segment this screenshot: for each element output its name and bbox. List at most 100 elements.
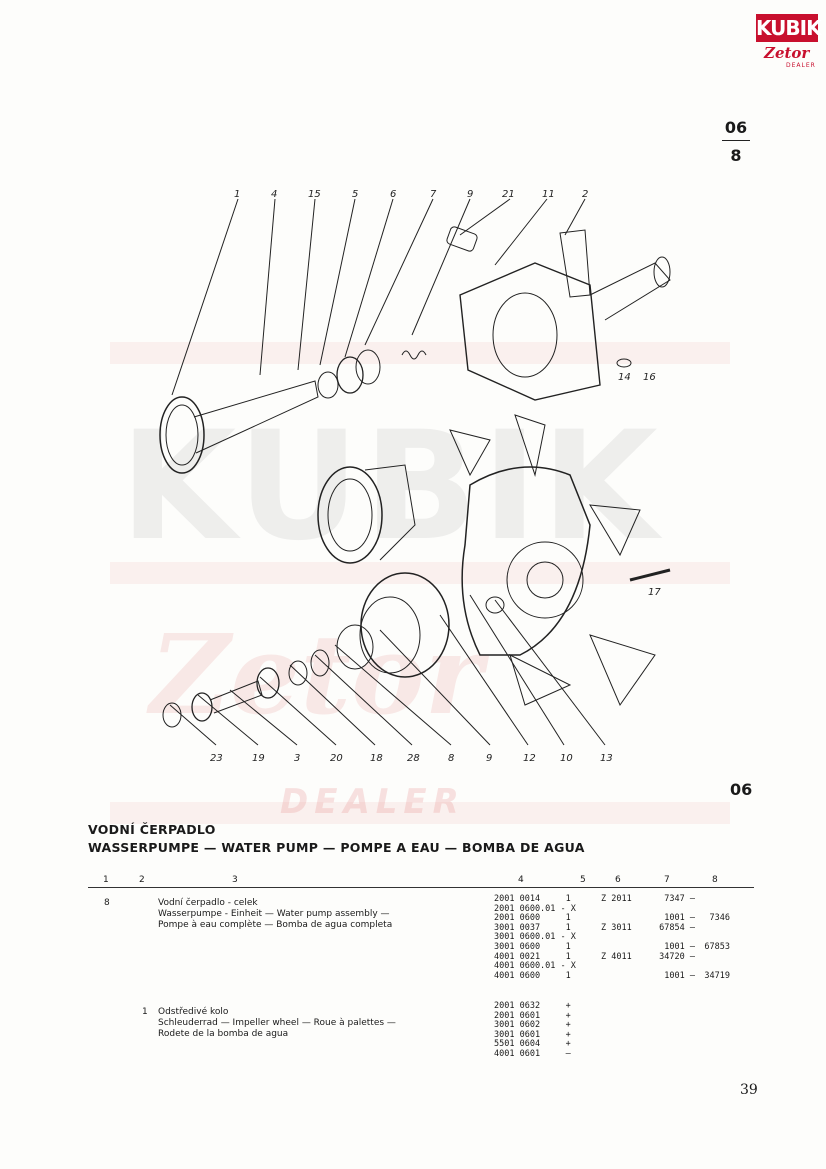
callout-5: 5 [352, 189, 358, 200]
serial-from: 34720 — [659, 951, 695, 962]
bearing [310, 649, 330, 677]
leader-line [229, 689, 298, 746]
callout-19: 19 [252, 753, 265, 764]
fan-pulley [317, 466, 383, 564]
serial-to: ​ [700, 895, 730, 905]
exploded-diagram: 1 4 15 5 6 7 9 21 11 2 14 16 17 23 19 3 … [159, 189, 671, 764]
model-code: Z 2011 [601, 894, 632, 904]
row-col8: ​ ​ 7346 ​ ​ 67853 ​ ​ 34719 [700, 895, 730, 981]
impeller-wheel [159, 396, 205, 474]
serial-to: 7346 [709, 913, 730, 924]
row-col7: 7347 — ​ 1001 — 67854 — ​ 1001 — 34720 —… [645, 894, 695, 981]
leader-line [439, 614, 529, 746]
part-code: 5501 0604 + [494, 1039, 571, 1050]
leader-line [319, 198, 356, 366]
part-code: 4001 0600 1 [494, 970, 571, 981]
section-sub: 8 [730, 146, 742, 165]
pulley-hub [364, 464, 416, 561]
col-header-2: 2 [139, 875, 145, 885]
callout-16: 16 [643, 372, 656, 383]
leader-line [259, 198, 276, 376]
leader-line [564, 198, 586, 236]
page-number: 39 [740, 1082, 758, 1098]
leader-line [411, 198, 471, 336]
callout-9: 9 [467, 189, 473, 200]
pump-body [459, 262, 601, 401]
group-code: 06 [730, 780, 753, 799]
col-header-8: 8 [712, 875, 718, 885]
serial-from: 1001 — [664, 941, 695, 952]
model-code: Z 4011 [601, 951, 632, 962]
kubik-zetor-logo: KUBIK Zetor DEALER [756, 14, 822, 72]
fan-blade [589, 504, 641, 557]
part-code: 4001 0600.01 - X [494, 961, 576, 972]
pump-outlet [559, 229, 591, 298]
bearing [191, 692, 213, 722]
col-header-4: 4 [518, 875, 524, 885]
row-subposition: 1 [142, 1007, 148, 1017]
callout-23: 23 [210, 753, 223, 764]
model-code: ​ [601, 905, 632, 915]
leader-line [314, 654, 413, 746]
callout-13: 13 [600, 753, 613, 764]
logo-brand: KUBIK [756, 14, 822, 42]
row-desc-es: Rodete de la bomba de agua [158, 1029, 289, 1039]
washer [485, 596, 505, 614]
leader-line [469, 594, 565, 746]
row-codes: 2001 0632 + 2001 0601 + 3001 0602 + 3001… [494, 1001, 571, 1060]
leader-line [494, 198, 548, 266]
serial-to: 67853 [704, 941, 730, 952]
leader-line [364, 198, 434, 346]
serial-to: ​ [700, 924, 730, 934]
seal-sleeve [355, 349, 381, 385]
callout-1: 1 [234, 189, 240, 200]
section-code: 06 [724, 118, 748, 137]
serial-to: ​ [700, 953, 730, 963]
serial-to: 34719 [704, 970, 730, 981]
part-code: 2001 0601 + [494, 1010, 571, 1021]
leader-line [344, 198, 394, 358]
leader-line [289, 664, 376, 746]
callout-2: 2 [582, 189, 588, 200]
watermark-tag: DEALER [280, 782, 465, 822]
seal-ring [317, 371, 339, 399]
serial-from: 1001 — [664, 913, 695, 924]
fan-center [506, 541, 584, 619]
leader-line [297, 198, 316, 371]
fan-blade [449, 429, 491, 477]
model-code: Z 3011 [601, 922, 632, 933]
col-header-3: 3 [232, 875, 238, 885]
leader-line [379, 629, 491, 746]
col-header-7: 7 [664, 875, 670, 885]
callout-8: 8 [448, 753, 454, 764]
spring [401, 350, 427, 360]
seal-body [336, 356, 364, 394]
part-code: 3001 0602 + [494, 1020, 571, 1031]
row-col6: Z 2011 ​ ​ Z 3011 ​ ​ Z 4011 [601, 894, 632, 962]
seal [162, 702, 182, 728]
fan-blade [589, 634, 656, 707]
impeller-inner [165, 404, 199, 466]
callout-28: 28 [407, 753, 420, 764]
leader-line [459, 198, 511, 236]
callout-18: 18 [370, 753, 383, 764]
callout-14: 14 [618, 372, 631, 383]
inlet-opening [653, 256, 671, 288]
leader-line [494, 599, 606, 746]
section-divider [722, 140, 750, 141]
spacer-tube [209, 680, 263, 714]
row-position: 8 [104, 898, 110, 908]
serial-from: 1001 — [664, 970, 695, 981]
bearing [256, 667, 280, 699]
callout-20: 20 [330, 753, 343, 764]
callout-12: 12 [523, 753, 536, 764]
row-desc-cz: Odstředivé kolo [158, 1007, 229, 1017]
col-header-5: 5 [580, 875, 586, 885]
page-subtitle: WASSERPUMPE — WATER PUMP — POMPE A EAU —… [88, 840, 585, 855]
callout-10: 10 [560, 753, 573, 764]
leader-line [171, 198, 239, 396]
circlip [288, 660, 308, 686]
pump-shaft [193, 380, 319, 454]
col-header-1: 1 [103, 875, 109, 885]
row-desc-de-en: Schleuderrad — Impeller wheel — Roue à p… [158, 1018, 396, 1028]
